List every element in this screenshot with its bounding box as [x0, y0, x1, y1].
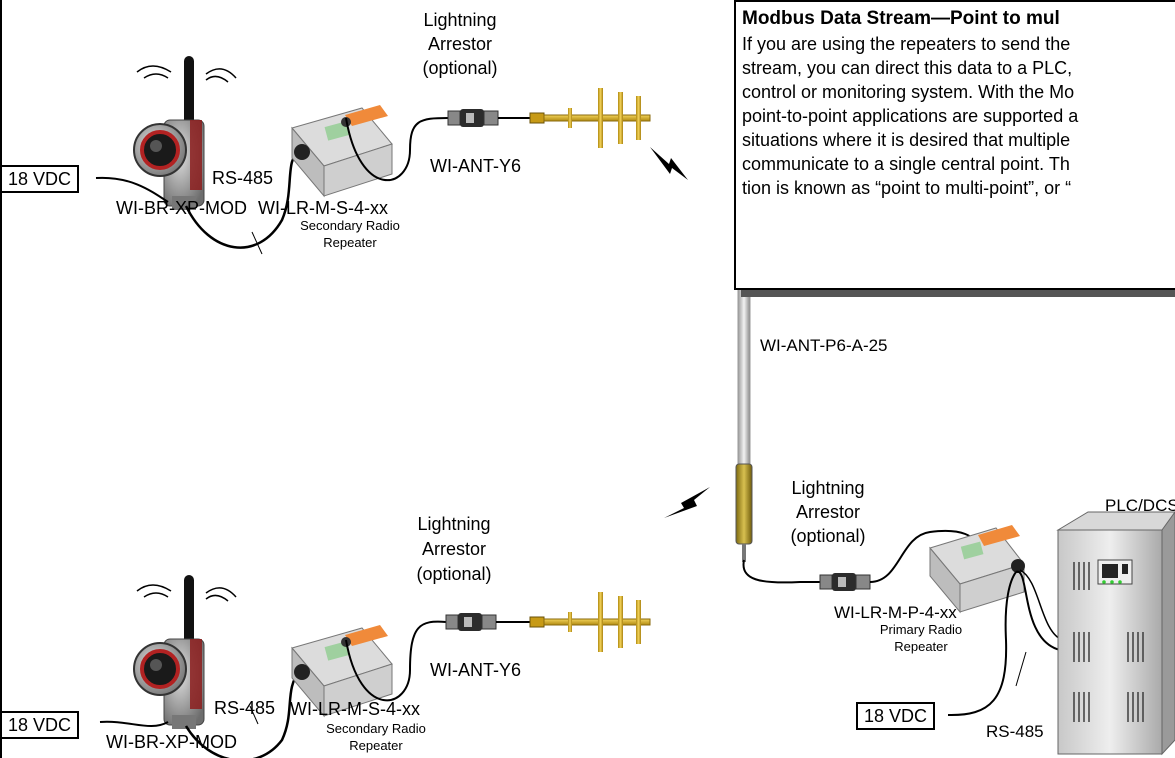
top-arrestor-label: Lightning [423, 10, 497, 30]
plc-dcs-label: PLC/DCS [1105, 496, 1175, 515]
top-transmitter-label: WI-BR-XP-MOD [116, 198, 247, 218]
top-rs485-leader [251, 231, 263, 255]
bottom-arrestor-label-2: Arrestor [421, 539, 486, 559]
top-repeater-desc: Secondary Radio [300, 218, 400, 233]
top-arrestor-label-2: Arrestor [427, 34, 492, 54]
bottom-arrestor-label-3: (optional) [416, 564, 492, 584]
top-repeater-model: WI-LR-M-S-4-xx [258, 198, 388, 218]
top-lightning-arrestor [447, 109, 499, 127]
bottom-power-label: 18 VDC [0, 711, 80, 739]
left-border [0, 0, 2, 758]
bottom-arrestor-label: Lightning [417, 514, 491, 534]
top-transmitter [133, 56, 237, 210]
info-box: Modbus Data Stream—Point to mul If you a… [734, 0, 1175, 290]
info-box-line: situations where it is desired that mult… [742, 130, 1071, 150]
top-power-label: 18 VDC [0, 165, 80, 193]
primary-lightning-arrestor [819, 573, 871, 591]
primary-arrestor-label-3: (optional) [790, 526, 866, 546]
bottom-antenna-label: WI-ANT-Y6 [430, 660, 522, 680]
top-antenna-cable [345, 117, 449, 182]
bottom-lightning-arrestor [445, 613, 497, 631]
top-secondary-repeater [291, 105, 393, 198]
bottom-rs485-label: RS-485 [214, 698, 276, 718]
primary-arrestor-label-2: Arrestor [795, 502, 860, 522]
bottom-repeater-desc: Secondary Radio [326, 721, 426, 736]
primary-power-label: 18 VDC [856, 702, 936, 730]
omni-antenna-label: WI-ANT-P6-A-25 [760, 336, 888, 355]
info-box-line: tion is known as “point to multi-point”,… [742, 178, 1072, 198]
top-antenna-label: WI-ANT-Y6 [430, 156, 522, 176]
bottom-transmitter [133, 575, 237, 729]
bottom-antenna-cable [345, 620, 447, 702]
primary-repeater-desc-2: Repeater [894, 639, 948, 654]
info-box-line: stream, you can direct this data to a PL… [742, 58, 1073, 78]
top-arrestor-label-3: (optional) [422, 58, 498, 78]
top-yagi-antenna [529, 88, 651, 148]
bottom-rs485-leader [249, 705, 259, 725]
bottom-repeater-desc-2: Repeater [349, 738, 403, 753]
omni-antenna [735, 263, 753, 562]
info-box-line: communicate to a single central point. T… [742, 154, 1070, 174]
info-box-line: point-to-point applications are supporte… [742, 106, 1079, 126]
plc-dcs-cabinet [1056, 511, 1175, 756]
info-box-title: Modbus Data Stream—Point to mul [742, 8, 1060, 29]
info-box-line: If you are using the repeaters to send t… [742, 34, 1071, 54]
primary-repeater-model: WI-LR-M-P-4-xx [834, 603, 957, 622]
primary-antenna-cable [742, 559, 820, 584]
top-rs485-label: RS-485 [212, 168, 274, 188]
primary-rs485-cable [1015, 570, 1061, 651]
primary-repeater [929, 525, 1025, 614]
info-box-line: control or monitoring system. With the M… [742, 82, 1075, 102]
top-radio-signal [650, 147, 688, 180]
bottom-power-wire [99, 720, 169, 727]
primary-rs485-leader [1015, 651, 1027, 687]
top-power-wire [95, 176, 169, 203]
bottom-repeater-model: WI-LR-M-S-4-xx [290, 699, 420, 719]
top-rs485-cable [184, 148, 301, 249]
primary-repeater-desc: Primary Radio [879, 622, 963, 637]
bottom-yagi-antenna [529, 592, 651, 652]
bottom-secondary-repeater [291, 625, 393, 718]
bottom-rs485-cable [184, 669, 301, 758]
primary-rs485-cable-2 [1019, 569, 1063, 641]
top-repeater-desc-2: Repeater [323, 235, 377, 250]
primary-rs485-label: RS-485 [986, 722, 1044, 741]
middle-radio-signal [664, 487, 710, 518]
bottom-transmitter-label: WI-BR-XP-MOD [106, 732, 237, 752]
primary-power-wire [947, 571, 1017, 717]
primary-arrestor-label: Lightning [791, 478, 865, 498]
